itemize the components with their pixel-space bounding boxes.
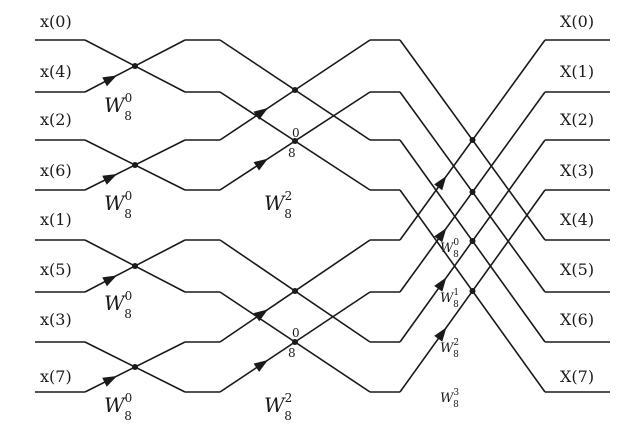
twiddle-s2-fragment-sup-1: 0 bbox=[292, 326, 300, 340]
twiddle-arrow bbox=[253, 108, 268, 120]
twiddle-s2-fragment-sup-0: 0 bbox=[292, 126, 300, 140]
butterfly-nodes bbox=[132, 63, 476, 370]
input-label-5: x(5) bbox=[40, 260, 72, 279]
twiddle-arrow bbox=[434, 228, 447, 243]
twiddle-arrow bbox=[253, 360, 268, 372]
input-labels: x(0) x(4) x(2) x(6) x(1) x(5) x(3) x(7) bbox=[40, 12, 72, 386]
twiddle-arrow bbox=[253, 158, 268, 171]
twiddle-arrows bbox=[102, 75, 447, 387]
butterfly-node bbox=[292, 288, 298, 294]
twiddle-s2-fragment-sub-1: 8 bbox=[288, 346, 296, 360]
input-label-1: x(4) bbox=[40, 62, 72, 81]
input-label-4: x(1) bbox=[40, 210, 72, 229]
twiddle-arrow bbox=[434, 277, 447, 292]
output-label-3: X(3) bbox=[560, 161, 594, 180]
output-label-1: X(1) bbox=[560, 62, 594, 81]
twiddle-arrow bbox=[253, 309, 268, 322]
output-label-2: X(2) bbox=[560, 110, 594, 129]
butterfly-node bbox=[469, 137, 476, 143]
butterfly-node bbox=[292, 87, 298, 93]
input-label-3: x(6) bbox=[40, 161, 72, 180]
output-label-6: X(6) bbox=[560, 310, 594, 329]
butterfly-node bbox=[469, 288, 476, 294]
butterfly-node bbox=[132, 63, 138, 69]
twiddle-s2-fragment-sub-0: 8 bbox=[288, 146, 296, 160]
output-label-7: X(7) bbox=[560, 367, 594, 386]
butterfly-node bbox=[132, 364, 138, 370]
input-label-7: x(7) bbox=[40, 367, 72, 386]
butterfly-node bbox=[132, 263, 138, 269]
twiddle-arrow bbox=[434, 176, 447, 191]
twiddle-arrow bbox=[434, 327, 447, 342]
butterfly-node bbox=[292, 138, 298, 144]
output-label-4: X(4) bbox=[560, 210, 594, 229]
input-label-0: x(0) bbox=[40, 12, 72, 31]
butterfly-node bbox=[292, 339, 298, 345]
butterfly-node bbox=[469, 238, 476, 244]
input-label-6: x(3) bbox=[40, 310, 72, 329]
output-label-5: X(5) bbox=[560, 260, 594, 279]
twiddle-arrow bbox=[102, 376, 117, 387]
output-label-0: X(0) bbox=[560, 12, 594, 31]
input-label-2: x(2) bbox=[40, 110, 72, 129]
butterfly-node bbox=[132, 162, 138, 168]
twiddle-arrow bbox=[102, 174, 117, 185]
twiddle-arrow bbox=[102, 75, 117, 87]
twiddle-arrow bbox=[102, 275, 117, 287]
output-labels: X(0) X(1) X(2) X(3) X(4) X(5) X(6) X(7) bbox=[560, 12, 594, 386]
butterfly-node bbox=[469, 189, 476, 195]
